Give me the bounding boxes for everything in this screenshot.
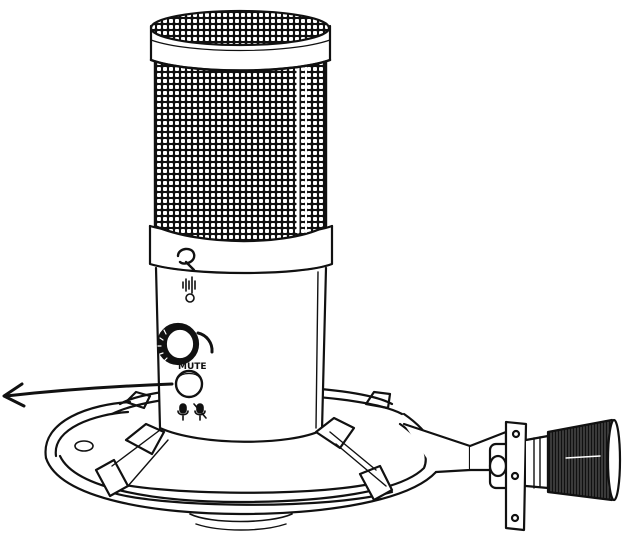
brand-logo-icon (176, 247, 196, 272)
mute-button[interactable] (174, 369, 204, 399)
tightening-knob[interactable] (546, 418, 622, 502)
pointer-arrow-icon (2, 382, 174, 408)
shock-mount-front (44, 400, 440, 531)
thread-screw (524, 434, 550, 490)
mute-label: MUTE (178, 362, 207, 372)
status-led-icon (185, 293, 195, 303)
microphone-grille (149, 9, 332, 243)
gain-knob[interactable] (156, 322, 214, 366)
mic-muted-icon (193, 403, 207, 421)
mount-arm (402, 422, 518, 490)
mount-clamp-plate (504, 420, 528, 532)
audio-wave-icon (182, 276, 196, 294)
mic-on-icon (177, 403, 189, 421)
